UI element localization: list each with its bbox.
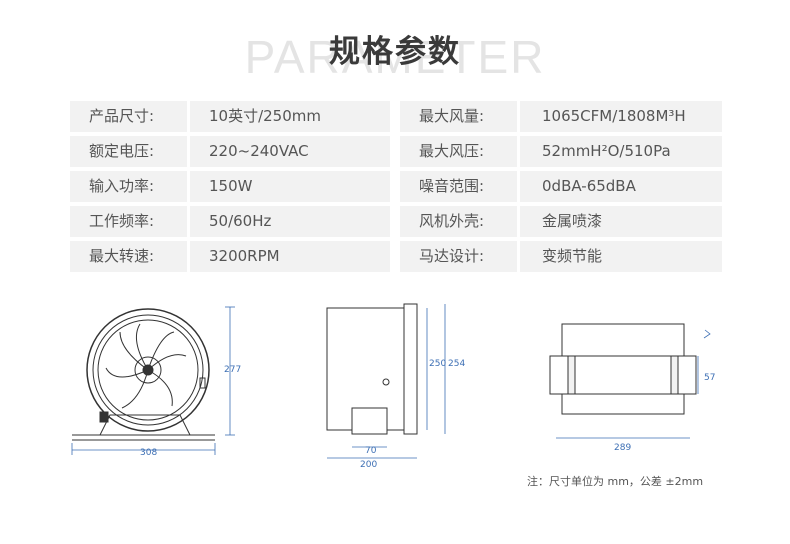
top-dimension-lines [556, 329, 711, 439]
spec-value: 金属喷漆 [520, 206, 722, 237]
spec-row: 产品尺寸: 10英寸/250mm 最大风量: 1065CFM/1808M³H [70, 101, 722, 136]
spec-row: 额定电压: 220~240VAC 最大风压: 52mmH²O/510Pa [70, 136, 722, 171]
spec-label: 额定电压: [70, 136, 187, 167]
title-area: PARAMETER 规格参数 [0, 0, 790, 90]
spec-label: 最大风量: [400, 101, 517, 132]
dim-front-width: 308 [140, 448, 157, 458]
front-view-drawing [72, 308, 215, 441]
spec-value: 0dBA-65dBA [520, 171, 722, 202]
page-title: 规格参数 [329, 34, 461, 70]
spec-value: 10英寸/250mm [190, 101, 390, 132]
spec-value: 150W [190, 171, 390, 202]
dim-front-height: 277 [224, 365, 241, 375]
dim-side-total-width: 200 [360, 460, 377, 470]
side-dimension-lines [327, 304, 446, 459]
spec-value: 50/60Hz [190, 206, 390, 237]
spec-row: 最大转速: 3200RPM 马达设计: 变频节能 [70, 241, 722, 276]
dim-top-width: 289 [614, 443, 631, 453]
spec-value: 220~240VAC [190, 136, 390, 167]
dim-side-inner-height: 250 [429, 359, 446, 369]
top-view-drawing [549, 323, 697, 415]
spec-label: 输入功率: [70, 171, 187, 202]
front-dimension-lines [71, 306, 235, 455]
spec-label: 噪音范围: [400, 171, 517, 202]
spec-value: 3200RPM [190, 241, 390, 272]
dim-side-flange-width: 70 [365, 446, 377, 456]
technical-drawings: 277 308 250 254 70 200 289 57 [71, 303, 715, 470]
spec-label: 最大转速: [70, 241, 187, 272]
side-view-drawing [326, 303, 418, 435]
dim-side-outer-height: 254 [448, 359, 465, 369]
background-watermark-word: PARAMETER [244, 31, 546, 83]
spec-label: 产品尺寸: [70, 101, 187, 132]
spec-label: 风机外壳: [400, 206, 517, 237]
spec-row: 工作频率: 50/60Hz 风机外壳: 金属喷漆 [70, 206, 722, 241]
spec-value: 52mmH²O/510Pa [520, 136, 722, 167]
spec-label: 工作频率: [70, 206, 187, 237]
dim-top-height: 57 [704, 373, 715, 383]
spec-value: 变频节能 [520, 241, 722, 272]
unit-note: 注：尺寸单位为 mm，公差 ±2mm [527, 475, 704, 488]
spec-row: 输入功率: 150W 噪音范围: 0dBA-65dBA [70, 171, 722, 206]
spec-table: 产品尺寸: 10英寸/250mm 最大风量: 1065CFM/1808M³H 额… [70, 101, 722, 276]
spec-label: 马达设计: [400, 241, 517, 272]
spec-value: 1065CFM/1808M³H [520, 101, 722, 132]
spec-label: 最大风压: [400, 136, 517, 167]
